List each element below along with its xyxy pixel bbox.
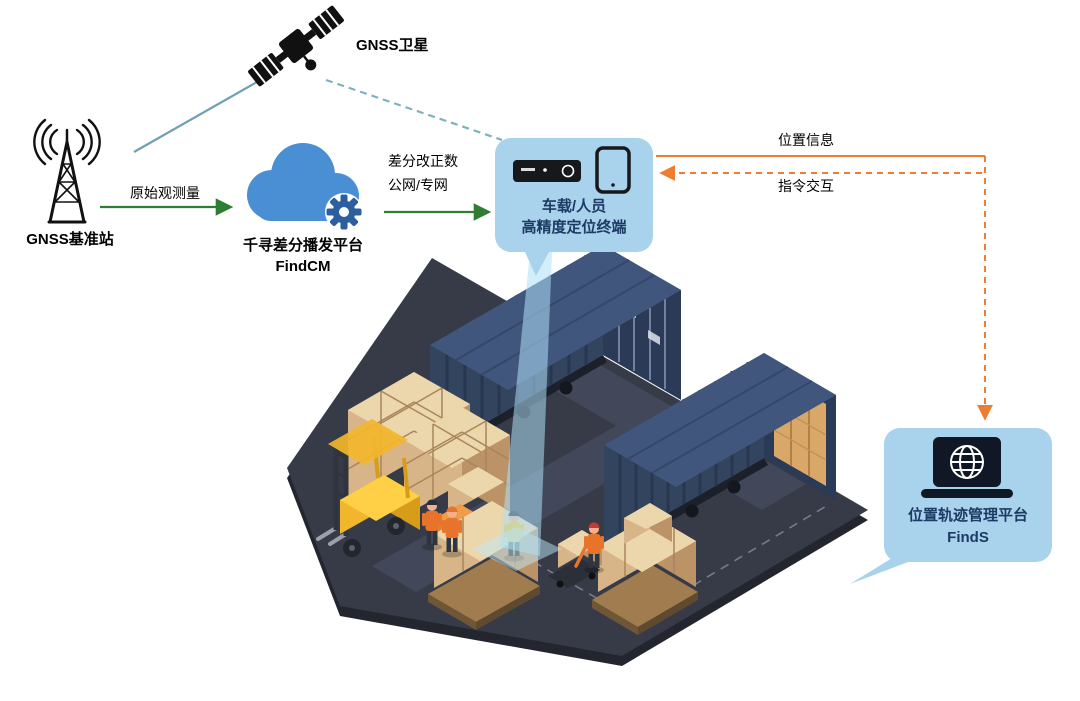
gear-icon <box>325 193 363 231</box>
worker-4 <box>584 522 604 574</box>
satellite-label: GNSS卫星 <box>356 37 429 54</box>
finds-platform-product: FindS <box>947 529 989 546</box>
smartphone-icon <box>595 146 631 194</box>
base-station-label: GNSS基准站 <box>26 231 114 248</box>
position-info-label: 位置信息 <box>778 132 834 148</box>
positioning-beam <box>500 252 552 556</box>
forklift-icon <box>316 419 420 557</box>
laptop-globe-icon <box>921 437 1013 498</box>
correction-label-line1: 差分改正数 <box>388 153 458 169</box>
terminal-label-line2: 高精度定位终端 <box>521 219 627 236</box>
terminal-label-line1: 车载/人员 <box>541 198 607 215</box>
satellite-icon <box>248 5 344 87</box>
cloud-platform-product: FindCM <box>275 258 331 275</box>
worker-2 <box>442 506 462 558</box>
raw-observation-label: 原始观测量 <box>130 185 200 201</box>
warehouse-scene-illustration <box>287 245 868 666</box>
receiver-icon <box>513 160 581 182</box>
command-interaction-label: 指令交互 <box>778 178 834 194</box>
cloud-platform-name: 千寻差分播发平台 <box>242 237 364 254</box>
correction-label-line2: 公网/专网 <box>388 177 448 193</box>
worker-1 <box>422 499 442 551</box>
satellite-to-base-link <box>133 69 279 153</box>
terminal-bubble-tail <box>524 250 550 276</box>
base-station-icon <box>33 118 101 224</box>
pallet-2 <box>592 503 698 635</box>
container-2 <box>604 353 836 557</box>
satellite-to-terminal-link <box>325 78 503 142</box>
finds-platform-name: 位置轨迹管理平台 <box>907 507 1029 524</box>
